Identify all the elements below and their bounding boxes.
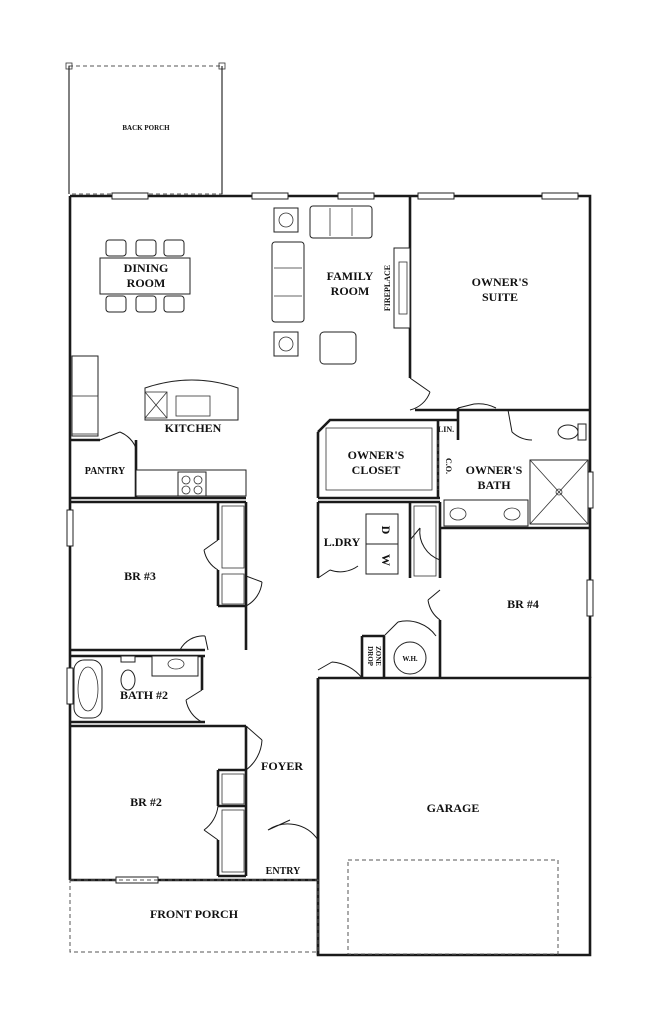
closet-co-label: C.O. [444, 458, 453, 474]
foyer-label: FOYER [261, 759, 303, 773]
family-room-label-2: ROOM [331, 284, 370, 298]
family-room-label-1: FAMILY [327, 269, 374, 283]
pantry-label: PANTRY [85, 466, 126, 477]
br4-label: BR #4 [507, 597, 539, 611]
laundry-label: L.DRY [324, 535, 361, 549]
room-labels: BACK PORCH DINING ROOM FAMILY ROOM FIREP… [85, 124, 539, 921]
fireplace-label: FIREPLACE [383, 265, 392, 311]
fixtures [69, 205, 589, 955]
garage-label: GARAGE [427, 801, 480, 815]
front-porch-label: FRONT PORCH [150, 907, 239, 921]
bath2-label: BATH #2 [120, 688, 168, 702]
owners-bath-label-1: OWNER'S [466, 463, 523, 477]
kitchen-label: KITCHEN [165, 421, 222, 435]
door-swings [99, 377, 533, 841]
entry-label: ENTRY [266, 866, 301, 877]
dryer-label: D [379, 526, 393, 535]
back-porch-label: BACK PORCH [122, 124, 170, 132]
owners-bath-label-2: BATH [477, 478, 511, 492]
washer-label: W [379, 554, 393, 566]
dining-room-label-1: DINING [124, 261, 169, 275]
drop-zone-label-1: DROP [366, 646, 374, 667]
interior-walls [70, 196, 590, 955]
owners-suite-label-1: OWNER'S [472, 275, 529, 289]
br2-label: BR #2 [130, 795, 162, 809]
linen-label: LIN. [438, 425, 454, 434]
owners-closet-label-2: CLOSET [352, 463, 401, 477]
drop-zone-label-2: ZONE [374, 646, 382, 666]
br3-label: BR #3 [124, 569, 156, 583]
water-heater-label: W.H. [402, 655, 418, 663]
owners-closet-label-1: OWNER'S [348, 448, 405, 462]
dining-room-label-2: ROOM [127, 276, 166, 290]
owners-suite-label-2: SUITE [482, 290, 518, 304]
